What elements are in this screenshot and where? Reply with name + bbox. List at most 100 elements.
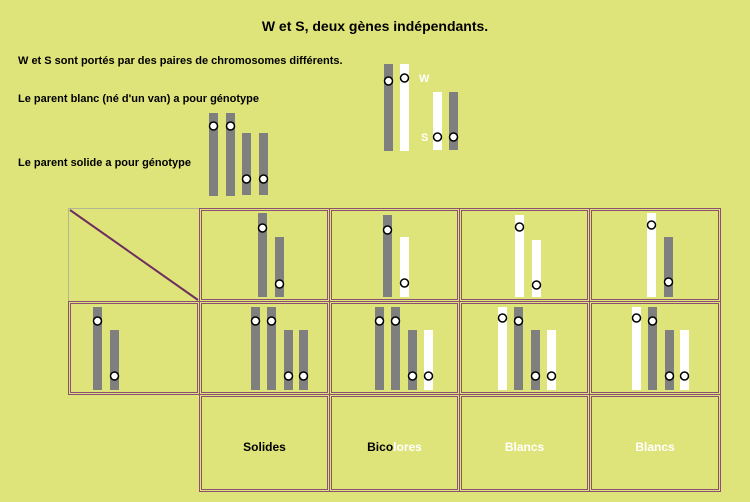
offspring-4-chromosomes xyxy=(631,307,690,390)
parent-gamete-chromosomes xyxy=(92,307,120,390)
gamete-cell-4 xyxy=(589,208,721,302)
gamete-2-chromosomes xyxy=(382,215,410,297)
offspring-cell-4 xyxy=(589,301,721,395)
chromosome xyxy=(383,215,392,297)
chromosome xyxy=(532,240,541,297)
result-cell-4 xyxy=(589,394,721,492)
chromosome xyxy=(665,330,674,390)
chromosome xyxy=(664,237,673,297)
allele xyxy=(514,222,525,232)
chromosome xyxy=(251,307,260,390)
chromosome xyxy=(259,133,268,195)
gamete-cell-3 xyxy=(459,208,590,302)
chromosome xyxy=(515,215,524,297)
allele xyxy=(374,316,385,326)
allele xyxy=(257,223,268,233)
result-label-bicolores: Bicolores xyxy=(329,440,460,454)
result-text: Blancs xyxy=(504,440,545,454)
chromosome xyxy=(226,113,235,196)
chromosome xyxy=(258,213,267,297)
result-cell-2 xyxy=(329,394,460,492)
allele xyxy=(530,371,541,381)
allele xyxy=(258,174,269,184)
chromosome xyxy=(93,307,102,390)
allele xyxy=(390,316,401,326)
allele-w-dark xyxy=(383,76,394,86)
allele xyxy=(274,279,285,289)
allele xyxy=(382,225,393,235)
allele xyxy=(283,371,294,381)
offspring-cell-3 xyxy=(459,301,590,395)
allele-s-dark xyxy=(448,132,459,142)
grid-corner-cell xyxy=(68,208,200,302)
allele xyxy=(663,277,674,287)
chromosome xyxy=(391,307,400,390)
allele xyxy=(298,371,309,381)
offspring-1-chromosomes xyxy=(250,307,309,390)
allele xyxy=(407,371,418,381)
gamete-4-chromosomes xyxy=(646,213,674,297)
allele xyxy=(513,316,524,326)
label-s: S xyxy=(421,132,429,144)
chromosome-s-dark xyxy=(449,92,458,150)
allele-w-light xyxy=(399,73,410,83)
allele xyxy=(646,220,657,230)
chromosome xyxy=(531,330,540,390)
parent-solid-genotype xyxy=(208,113,269,196)
chromosome xyxy=(209,113,218,196)
gamete-cell-2 xyxy=(329,208,460,302)
chromosome xyxy=(275,237,284,297)
result-cell-3 xyxy=(459,394,590,492)
chromosome xyxy=(110,330,119,390)
diagonal-line xyxy=(69,209,199,301)
result-text-light: lores xyxy=(393,440,422,454)
allele xyxy=(399,278,410,288)
chromosome xyxy=(408,330,417,390)
legend-chromosomes xyxy=(383,64,459,151)
parent-gamete-cell xyxy=(68,301,200,395)
chromosome xyxy=(375,307,384,390)
chromosome xyxy=(514,307,523,390)
chromosome xyxy=(680,330,689,390)
result-text: Solides xyxy=(243,440,286,454)
intro-text-solid-parent: Le parent solide a pour génotype xyxy=(18,157,191,169)
offspring-cell-1 xyxy=(199,301,330,395)
result-label-blancs-1: Blancs xyxy=(459,440,590,454)
allele xyxy=(225,121,236,131)
offspring-2-chromosomes xyxy=(374,307,434,390)
allele xyxy=(497,313,508,323)
allele xyxy=(679,371,690,381)
label-w: W xyxy=(419,73,430,85)
allele xyxy=(250,316,261,326)
result-text-dark: Bico xyxy=(367,440,394,454)
result-text: Blancs xyxy=(635,440,675,454)
offspring-cell-2 xyxy=(329,301,460,395)
result-cell-1 xyxy=(199,394,330,492)
chromosome xyxy=(547,330,556,390)
allele xyxy=(92,316,103,326)
chromosome xyxy=(632,307,641,390)
chromosome xyxy=(498,307,507,390)
allele-s-light xyxy=(432,132,443,142)
intro-text-chromosomes: W et S sont portés par des paires de chr… xyxy=(18,55,343,67)
offspring-3-chromosomes xyxy=(497,307,557,390)
allele xyxy=(423,371,434,381)
chromosome xyxy=(299,330,308,390)
result-label-blancs-2: Blancs xyxy=(589,440,721,454)
chromosome-w-dark xyxy=(384,64,393,151)
page-title: W et S, deux gènes indépendants. xyxy=(261,18,489,34)
allele xyxy=(546,371,557,381)
chromosome-s-light xyxy=(433,92,442,150)
chromosome xyxy=(284,330,293,390)
allele xyxy=(208,121,219,131)
allele xyxy=(631,313,642,323)
chromosome xyxy=(242,133,251,195)
chromosome xyxy=(424,330,433,390)
chromosome xyxy=(400,237,409,297)
allele xyxy=(241,174,252,184)
gamete-1-chromosomes xyxy=(257,213,285,297)
allele xyxy=(531,280,542,290)
allele xyxy=(664,371,675,381)
chromosome xyxy=(648,307,657,390)
